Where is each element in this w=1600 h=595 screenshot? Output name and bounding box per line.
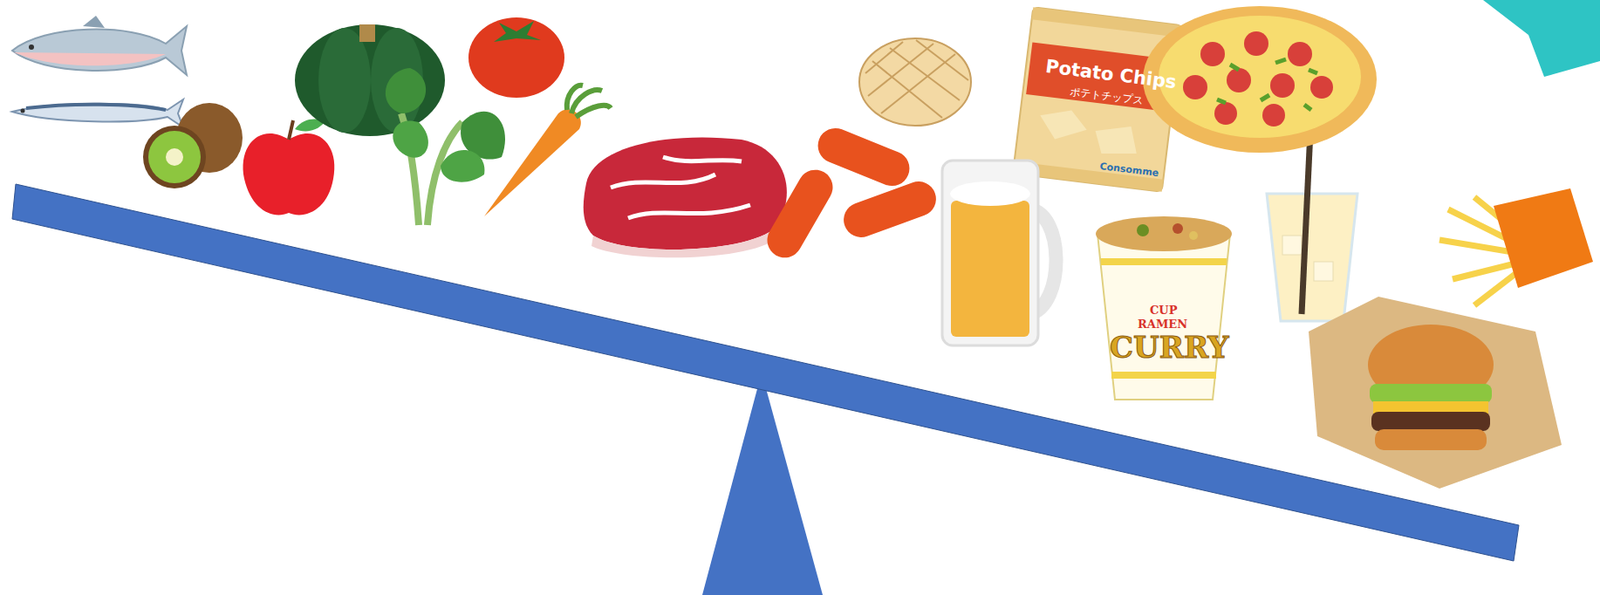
beer-mug (942, 160, 1057, 346)
corner-star (1483, 0, 1600, 77)
pumpkin (294, 24, 445, 137)
iced-drink (1266, 130, 1358, 322)
pizza (1142, 6, 1377, 153)
sanma (12, 99, 184, 128)
melon-pan (859, 38, 971, 126)
fulcrum (702, 372, 823, 595)
seesaw-beam (12, 184, 1519, 561)
product-label-wrap: CUP (1149, 301, 1177, 318)
spinach (385, 68, 506, 226)
product-label: CUP (1149, 303, 1177, 317)
cup-ramen (1095, 216, 1232, 400)
product-label-wrap: CURRY (1109, 329, 1229, 365)
product-label: CURRY (1109, 329, 1229, 365)
beef (583, 136, 787, 258)
product-label-wrap: RAMEN (1137, 315, 1188, 332)
kiwi (143, 102, 243, 189)
sausages (760, 123, 941, 265)
tomato (468, 17, 565, 98)
hamburger (1308, 296, 1562, 489)
apple (243, 118, 336, 215)
product-label: RAMEN (1137, 317, 1188, 331)
salmon (12, 15, 187, 76)
french-fries (1439, 188, 1594, 306)
